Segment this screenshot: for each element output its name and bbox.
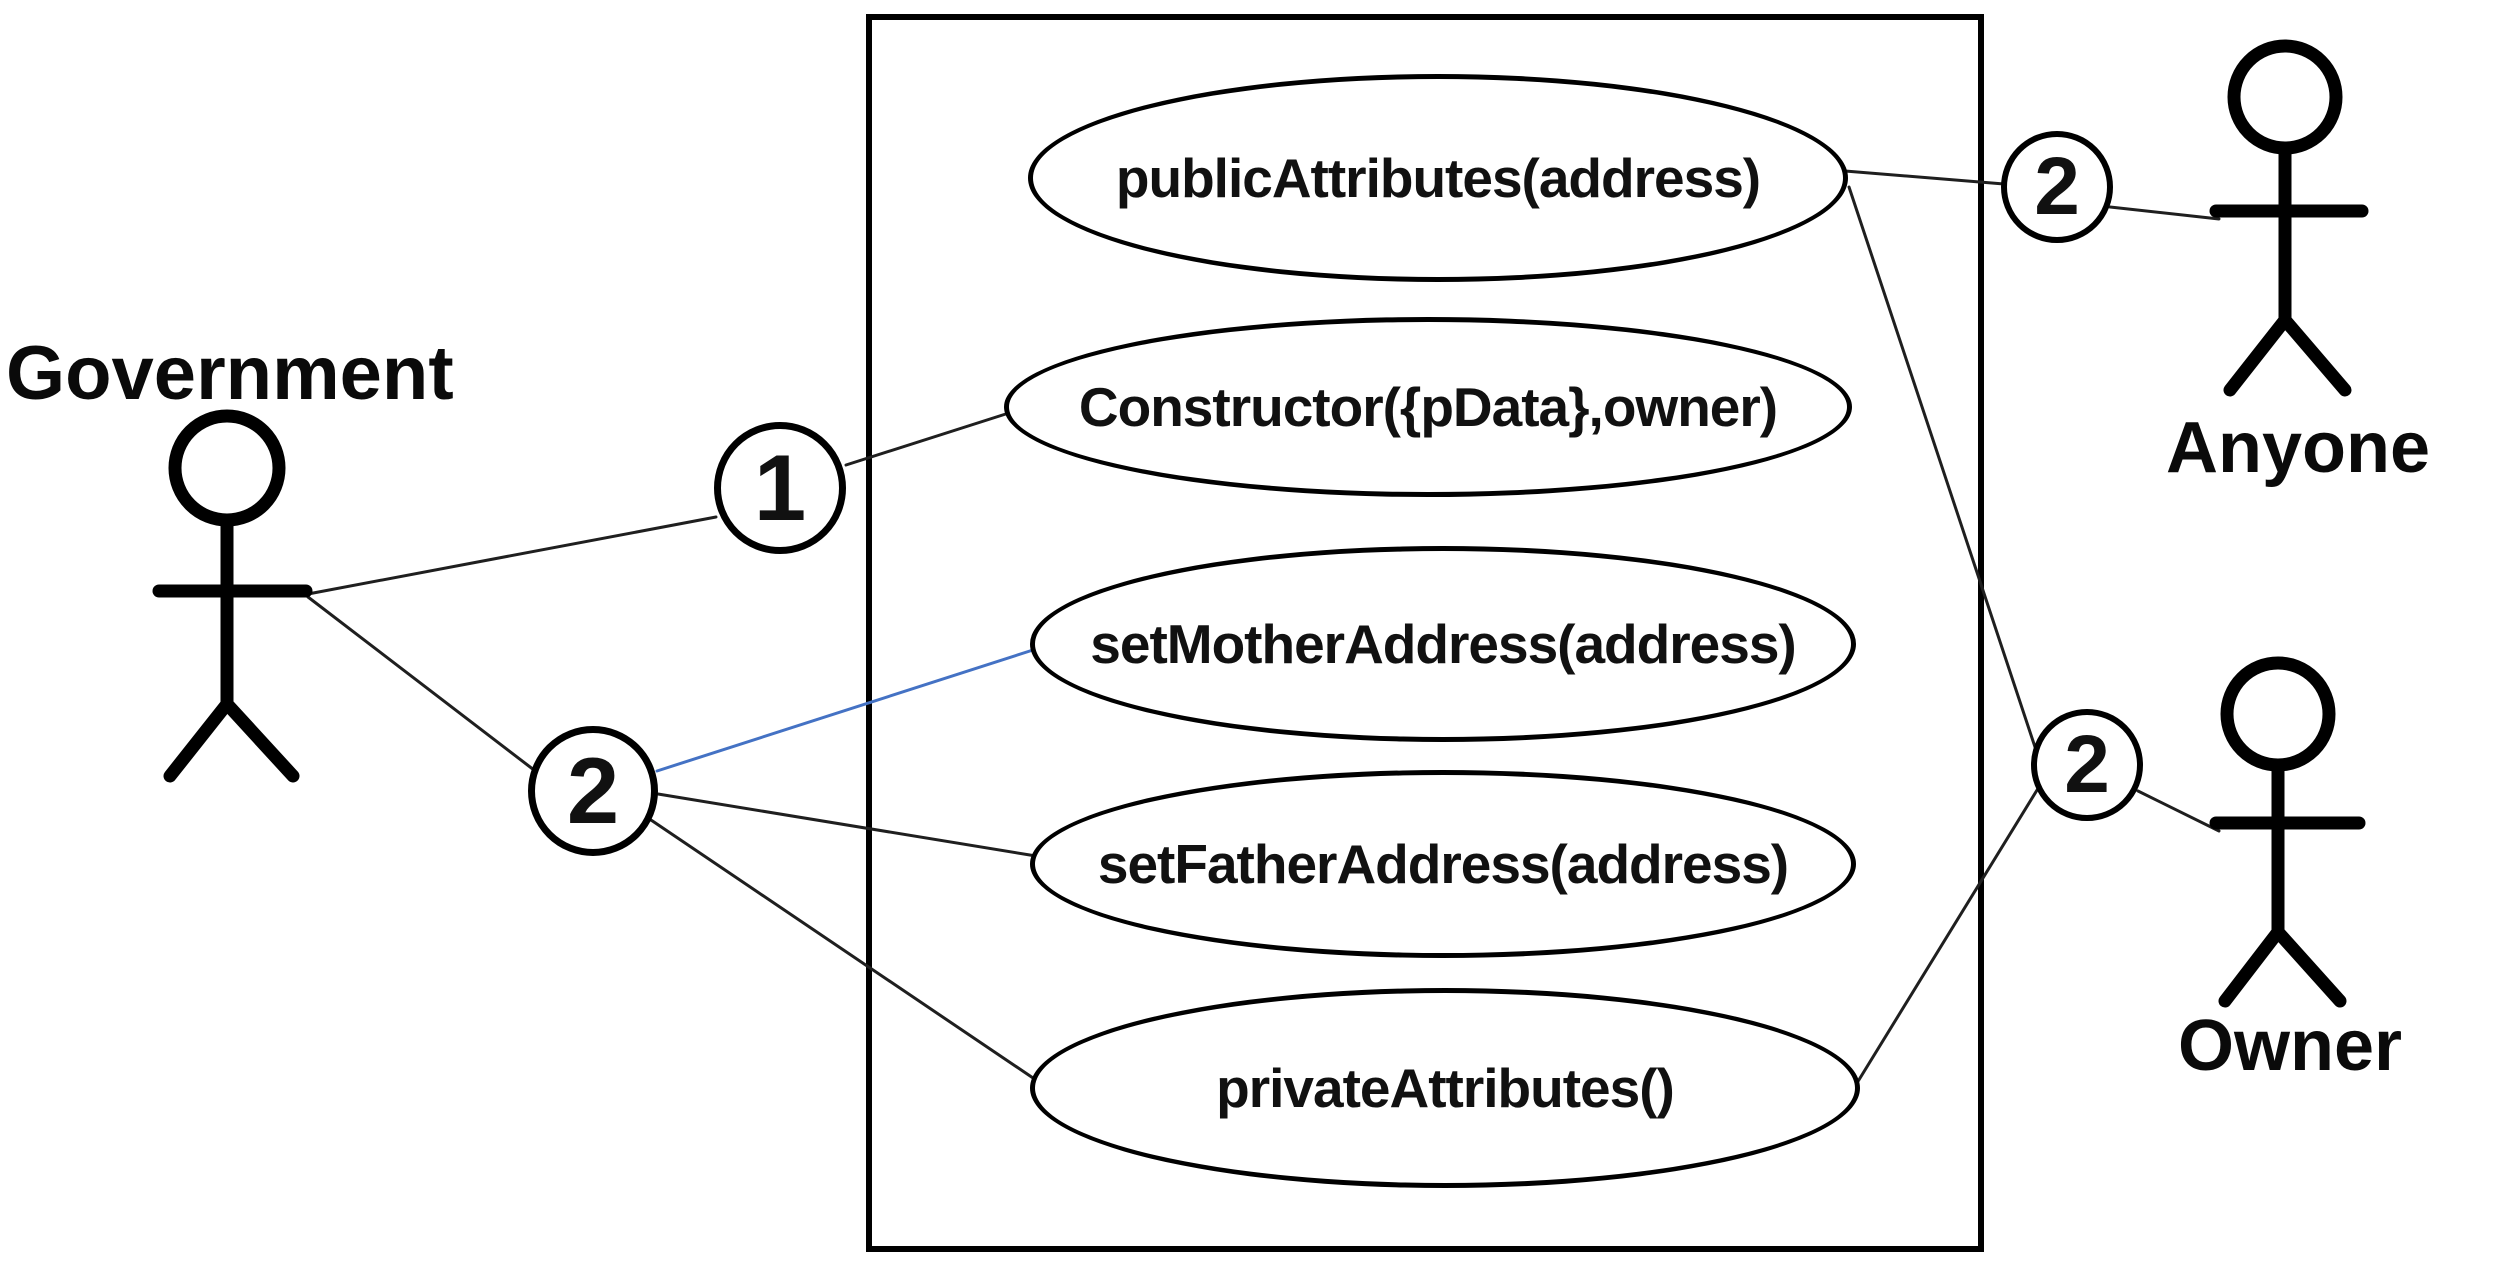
badge-2-government: 2: [528, 726, 658, 856]
link-private-attributes-badge2-owner: [1855, 780, 2044, 1085]
owner-actor-right-leg: [2271, 925, 2347, 1008]
link-badge2-set-mother-address-highlighted: [655, 648, 1035, 773]
anyone-actor-right-leg: [2278, 313, 2352, 397]
usecase-set-mother-address-label: setMotherAddress(address): [1090, 613, 1796, 675]
badge-1-government-value: 1: [753, 435, 807, 540]
government-actor-label: Government: [6, 331, 454, 416]
anyone-actor-head: [2227, 39, 2343, 155]
usecase-set-father-address-label: setFatherAddress(address): [1097, 833, 1789, 895]
link-public-attributes-badge2-owner: [1847, 185, 2038, 752]
owner-actor-left-leg: [2218, 925, 2285, 1008]
usecase-set-mother-address: setMotherAddress(address): [1030, 546, 1856, 742]
usecase-private-attributes-label: privateAttributes(): [1216, 1057, 1675, 1119]
owner-actor-label: Owner: [2177, 1006, 2403, 1086]
anyone-actor-figure: [2209, 39, 2369, 397]
link-badge2-anyone-actor: [2108, 205, 2221, 221]
government-actor-figure: [152, 409, 313, 783]
usecase-constructor-label: Constructor({pData},owner): [1078, 376, 1778, 438]
badge-2-owner: 2: [2031, 709, 2143, 821]
anyone-actor-left-leg: [2223, 313, 2292, 397]
government-actor-right-leg: [220, 697, 300, 783]
badge-2-anyone: 2: [2001, 131, 2113, 243]
anyone-actor-label: Anyone: [2166, 408, 2431, 488]
usecase-constructor: Constructor({pData},owner): [1004, 317, 1852, 497]
link-government-badge1: [306, 515, 718, 596]
link-public-attributes-badge2-anyone: [1843, 169, 2006, 186]
badge-2-owner-value: 2: [2064, 719, 2110, 810]
link-badge2-set-father-address: [656, 792, 1038, 858]
link-government-badge2: [306, 595, 536, 772]
government-actor-head: [168, 409, 286, 527]
badge-2-government-value: 2: [566, 738, 620, 843]
usecase-public-attributes: publicAttributes(address): [1028, 74, 1848, 282]
owner-actor-head: [2220, 656, 2336, 772]
badge-2-anyone-value: 2: [2034, 141, 2080, 232]
system-boundary-box: [866, 14, 1984, 1252]
owner-actor-figure: [2209, 656, 2366, 1008]
link-badge2-private-attributes: [649, 818, 1038, 1082]
link-badge1-constructor: [844, 410, 1014, 467]
link-badge2-owner-actor: [2136, 789, 2221, 833]
association-lines: [306, 169, 2221, 1085]
usecase-public-attributes-label: publicAttributes(address): [1115, 147, 1761, 209]
usecase-private-attributes: privateAttributes(): [1030, 988, 1860, 1188]
government-actor-left-leg: [163, 697, 234, 783]
badge-1-government: 1: [714, 422, 846, 554]
usecase-set-father-address: setFatherAddress(address): [1030, 770, 1856, 958]
